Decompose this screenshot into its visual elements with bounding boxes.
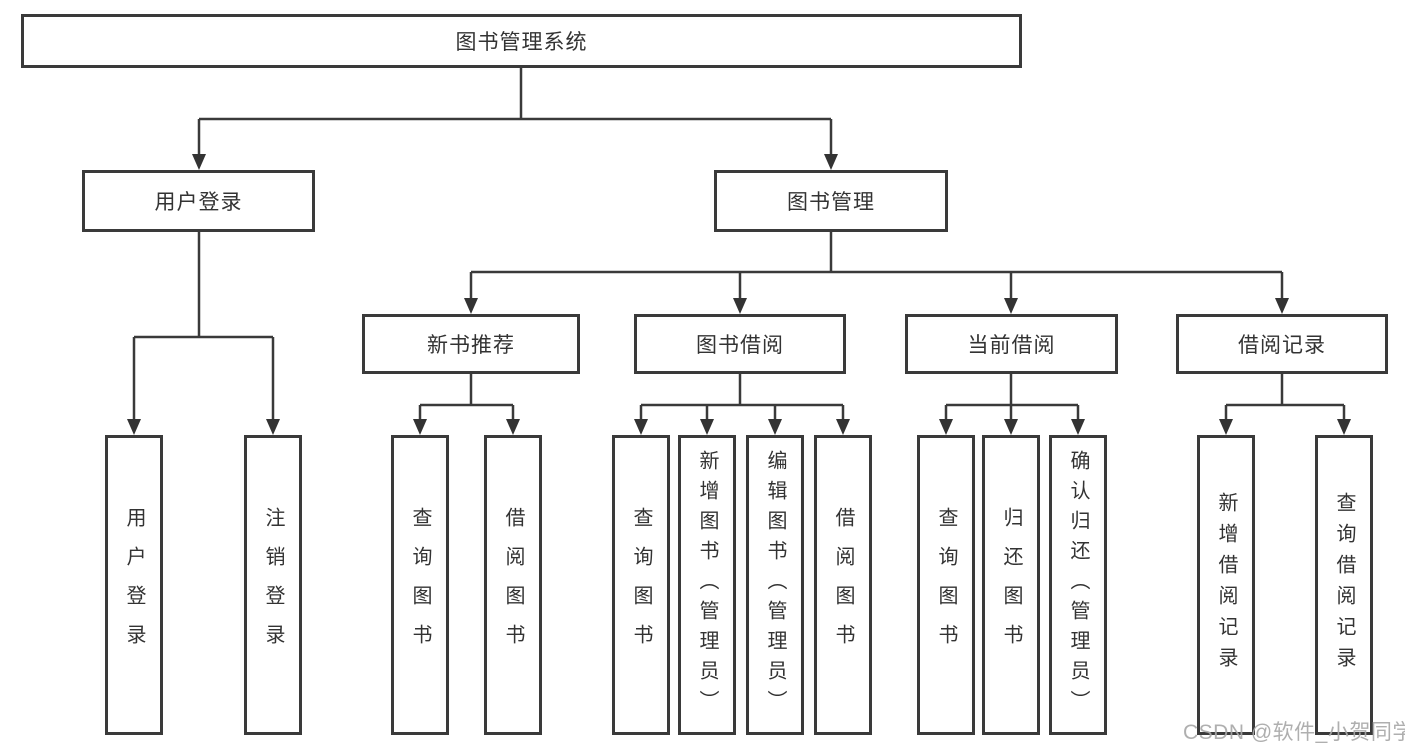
arrowheads	[127, 154, 1351, 435]
node-book-borrow-label: 图书借阅	[696, 334, 784, 357]
leaf-recommend-borrow-book-label: 借阅图书	[502, 507, 524, 663]
leaf-add-book-admin-label: 新增图书（管理员）	[696, 450, 718, 720]
leaf-user-login: 用户登录	[105, 435, 163, 735]
leaf-confirm-return-admin-label: 确认归还（管理员）	[1067, 450, 1089, 720]
node-new-book-recommend: 新书推荐	[362, 314, 580, 374]
node-root-label: 图书管理系统	[455, 31, 588, 54]
leaf-user-login-label: 用户登录	[123, 507, 145, 663]
leaf-add-borrow-record: 新增借阅记录	[1197, 435, 1255, 735]
node-book-borrow: 图书借阅	[634, 314, 846, 374]
leaf-edit-book-admin-label: 编辑图书（管理员）	[764, 450, 786, 720]
leaf-query-borrow-record-label: 查询借阅记录	[1333, 492, 1355, 678]
node-user-login-label: 用户登录	[154, 191, 243, 214]
leaf-recommend-query-book-label: 查询图书	[409, 507, 431, 663]
watermark: CSDN @软件_小贺同学	[1183, 721, 1405, 744]
node-current-borrow-label: 当前借阅	[967, 334, 1056, 357]
node-book-management: 图书管理	[714, 170, 948, 232]
leaf-borrow-query-book-label: 查询图书	[630, 507, 652, 663]
leaf-confirm-return-admin: 确认归还（管理员）	[1049, 435, 1107, 735]
node-user-login: 用户登录	[82, 170, 315, 232]
leaf-add-borrow-record-label: 新增借阅记录	[1215, 492, 1237, 678]
leaf-borrow-query-book: 查询图书	[612, 435, 670, 735]
leaf-query-borrow-record: 查询借阅记录	[1315, 435, 1373, 735]
leaf-return-book-label: 归还图书	[1000, 507, 1022, 663]
leaf-recommend-borrow-book: 借阅图书	[484, 435, 542, 735]
node-root: 图书管理系统	[21, 14, 1022, 68]
leaf-borrow-book-label: 借阅图书	[832, 507, 854, 663]
leaf-return-book: 归还图书	[982, 435, 1040, 735]
leaf-logout-login-label: 注销登录	[262, 507, 284, 663]
leaf-logout-login: 注销登录	[244, 435, 302, 735]
node-borrow-record: 借阅记录	[1176, 314, 1388, 374]
leaf-current-query-book: 查询图书	[917, 435, 975, 735]
leaf-borrow-book: 借阅图书	[814, 435, 872, 735]
leaf-edit-book-admin: 编辑图书（管理员）	[746, 435, 804, 735]
node-new-book-recommend-label: 新书推荐	[427, 334, 515, 357]
leaf-recommend-query-book: 查询图书	[391, 435, 449, 735]
node-borrow-record-label: 借阅记录	[1238, 334, 1326, 357]
leaf-current-query-book-label: 查询图书	[935, 507, 957, 663]
node-current-borrow: 当前借阅	[905, 314, 1118, 374]
leaf-add-book-admin: 新增图书（管理员）	[678, 435, 736, 735]
node-book-management-label: 图书管理	[787, 191, 875, 214]
